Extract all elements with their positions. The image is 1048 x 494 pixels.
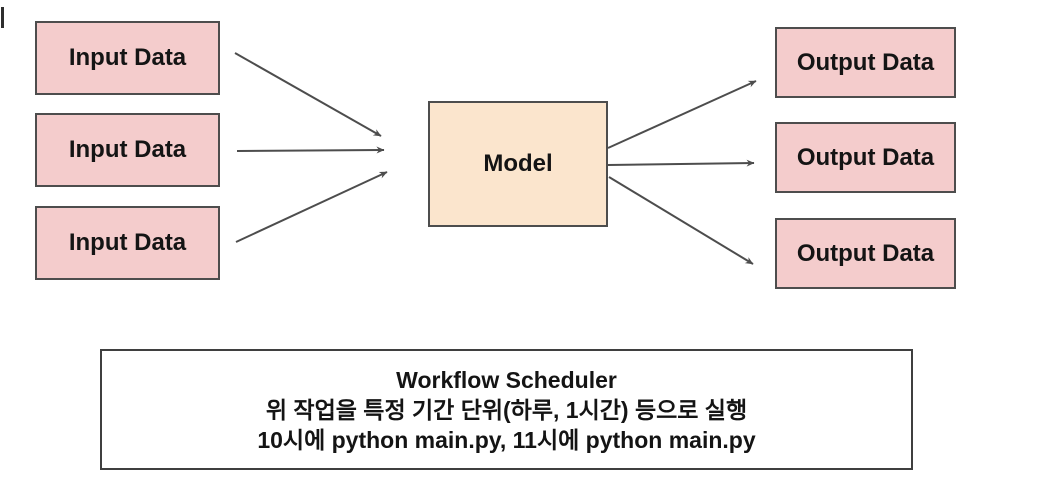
arrow-input3-to-model xyxy=(235,171,388,243)
arrow-model-to-output2 xyxy=(607,159,755,167)
output-data-box-3: Output Data xyxy=(775,218,956,289)
input-data-box-3: Input Data xyxy=(35,206,220,280)
left-edge-crop-mark xyxy=(1,7,4,28)
scheduler-title: Workflow Scheduler xyxy=(396,366,617,393)
model-box: Model xyxy=(428,101,608,227)
input-data-box-1: Input Data xyxy=(35,21,220,95)
input-data-label: Input Data xyxy=(68,44,187,71)
arrow-model-to-output1 xyxy=(607,80,757,149)
arrow-input1-to-model xyxy=(234,52,382,137)
output-data-label: Output Data xyxy=(796,143,935,171)
input-data-box-2: Input Data xyxy=(35,113,220,187)
arrow-input2-to-model xyxy=(236,146,385,154)
scheduler-example: 10시에 python main.py, 11시에 python main.py xyxy=(257,426,756,453)
output-data-label: Output Data xyxy=(796,48,935,76)
output-data-box-1: Output Data xyxy=(775,27,956,98)
output-data-box-2: Output Data xyxy=(775,122,956,193)
arrow-model-to-output3 xyxy=(608,176,754,265)
model-label: Model xyxy=(483,150,553,177)
input-data-label: Input Data xyxy=(68,229,187,256)
output-data-label: Output Data xyxy=(796,239,935,267)
scheduler-description: 위 작업을 특정 기간 단위(하루, 1시간) 등으로 실행 xyxy=(265,396,748,423)
input-data-label: Input Data xyxy=(68,136,187,163)
workflow-scheduler-box: Workflow Scheduler 위 작업을 특정 기간 단위(하루, 1시… xyxy=(100,349,913,470)
